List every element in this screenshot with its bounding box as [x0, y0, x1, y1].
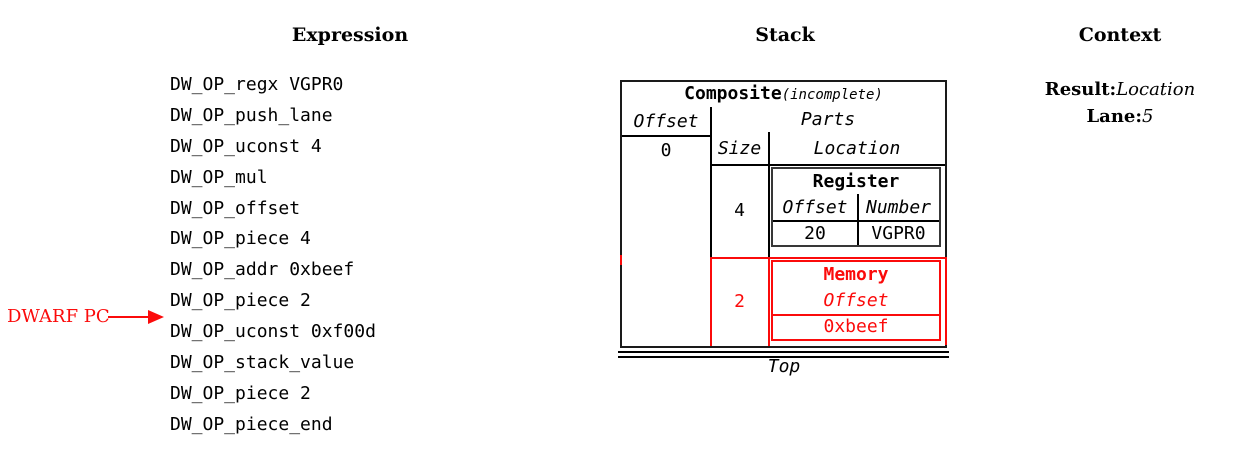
size-location-divider: [768, 132, 770, 257]
memory-header-underline: [773, 314, 939, 316]
expression-op: DW_OP_piece 4: [170, 228, 311, 250]
register-number-header: Number: [865, 196, 932, 218]
context-column-header: Context: [1078, 24, 1162, 46]
expression-op: DW_OP_uconst 0xf00d: [170, 321, 376, 343]
composite-title: Composite: [684, 83, 782, 104]
register-location-table: Register Offset Number 20 VGPR0: [771, 167, 941, 247]
expression-column-header: Expression: [291, 24, 409, 46]
dwarf-pc-label: DWARF PC: [7, 306, 110, 327]
stack-top-rule-upper: [618, 351, 949, 353]
register-offset-value: 20: [804, 222, 826, 244]
context-lane-value: 5: [1142, 106, 1154, 127]
size-location-divider-highlight: [768, 257, 770, 346]
register-header-underline: [773, 220, 939, 222]
composite-title-row: Composite(incomplete): [622, 82, 945, 107]
location-column-header: Location: [813, 137, 901, 159]
expression-op: DW_OP_uconst 4: [170, 135, 322, 157]
expression-op: DW_OP_piece 2: [170, 382, 311, 404]
expression-op: DW_OP_stack_value: [170, 351, 355, 373]
expression-op: DW_OP_push_lane: [170, 104, 333, 126]
part-2-size-value: 2: [734, 291, 745, 312]
offset-parts-divider: [710, 107, 712, 257]
offset-column-header: Offset: [633, 110, 699, 132]
stack-top-rule-lower: [618, 356, 949, 358]
register-number-value: VGPR0: [871, 222, 926, 244]
register-offset-header: Offset: [782, 196, 848, 218]
left-border-highlight-tick: [620, 255, 622, 265]
expression-op: DW_OP_mul: [170, 166, 268, 188]
composite-qualifier: (incomplete): [781, 87, 883, 103]
dwarf-pc-arrowhead-icon: [148, 310, 164, 324]
stack-top-label: Top: [767, 356, 801, 377]
offset-parts-divider-highlight: [710, 257, 712, 346]
memory-offset-header: Offset: [823, 290, 889, 311]
expression-op: DW_OP_piece 2: [170, 290, 311, 312]
register-column-divider: [857, 194, 859, 245]
expression-op: DW_OP_addr 0xbeef: [170, 259, 355, 281]
size-column-header: Size: [717, 137, 762, 159]
part-1-size-value: 4: [734, 200, 745, 221]
expression-op: DW_OP_piece_end: [170, 413, 333, 435]
offset-value: 0: [660, 139, 672, 161]
right-border-highlight: [945, 257, 947, 345]
context-lane-label: Lane:: [1086, 106, 1143, 127]
memory-location-table: Memory Offset 0xbeef: [771, 260, 941, 341]
register-title: Register: [812, 171, 900, 192]
memory-offset-value: 0xbeef: [823, 316, 889, 338]
memory-title: Memory: [823, 264, 889, 285]
stack-composite-table: Composite(incomplete) Offset Parts 0 Siz…: [620, 80, 947, 348]
stack-column-header: Stack: [755, 24, 815, 46]
parts-header-underline: [711, 164, 945, 166]
context-result-row: Result:Location: [1010, 79, 1230, 100]
expression-op-list: DW_OP_regx VGPR0 DW_OP_push_lane DW_OP_u…: [170, 69, 376, 440]
context-result-value: Location: [1116, 79, 1196, 100]
expression-op: DW_OP_offset: [170, 197, 301, 219]
dwarf-pc-arrow: [108, 316, 150, 319]
expression-op: DW_OP_regx VGPR0: [170, 73, 344, 95]
context-lane-row: Lane:5: [1010, 106, 1230, 127]
parts-column-header: Parts: [800, 109, 856, 130]
part-row-divider-highlight: [711, 257, 945, 259]
context-result-label: Result:: [1044, 79, 1117, 100]
offset-header-underline: [622, 135, 711, 137]
